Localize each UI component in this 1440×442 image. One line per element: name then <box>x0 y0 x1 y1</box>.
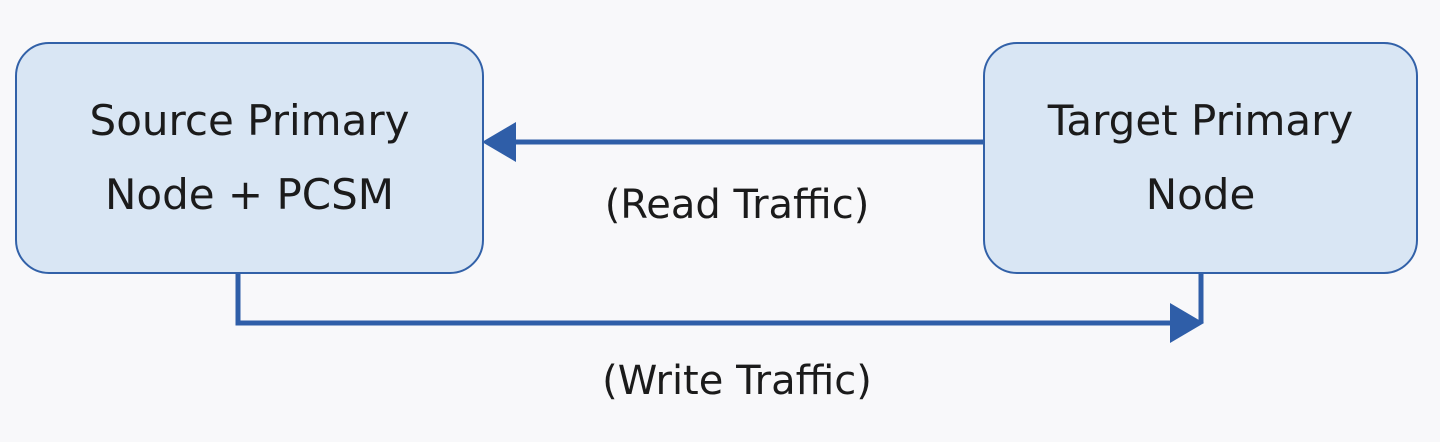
source-primary-node: Source Primary Node + PCSM <box>15 42 484 274</box>
read-traffic-label: (Read Traffic) <box>604 182 870 228</box>
read-traffic-arrow <box>482 122 983 162</box>
write-traffic-label: (Write Traffic) <box>602 358 872 404</box>
write-traffic-arrow <box>235 274 1204 343</box>
target-primary-node: Target Primary Node <box>983 42 1418 274</box>
